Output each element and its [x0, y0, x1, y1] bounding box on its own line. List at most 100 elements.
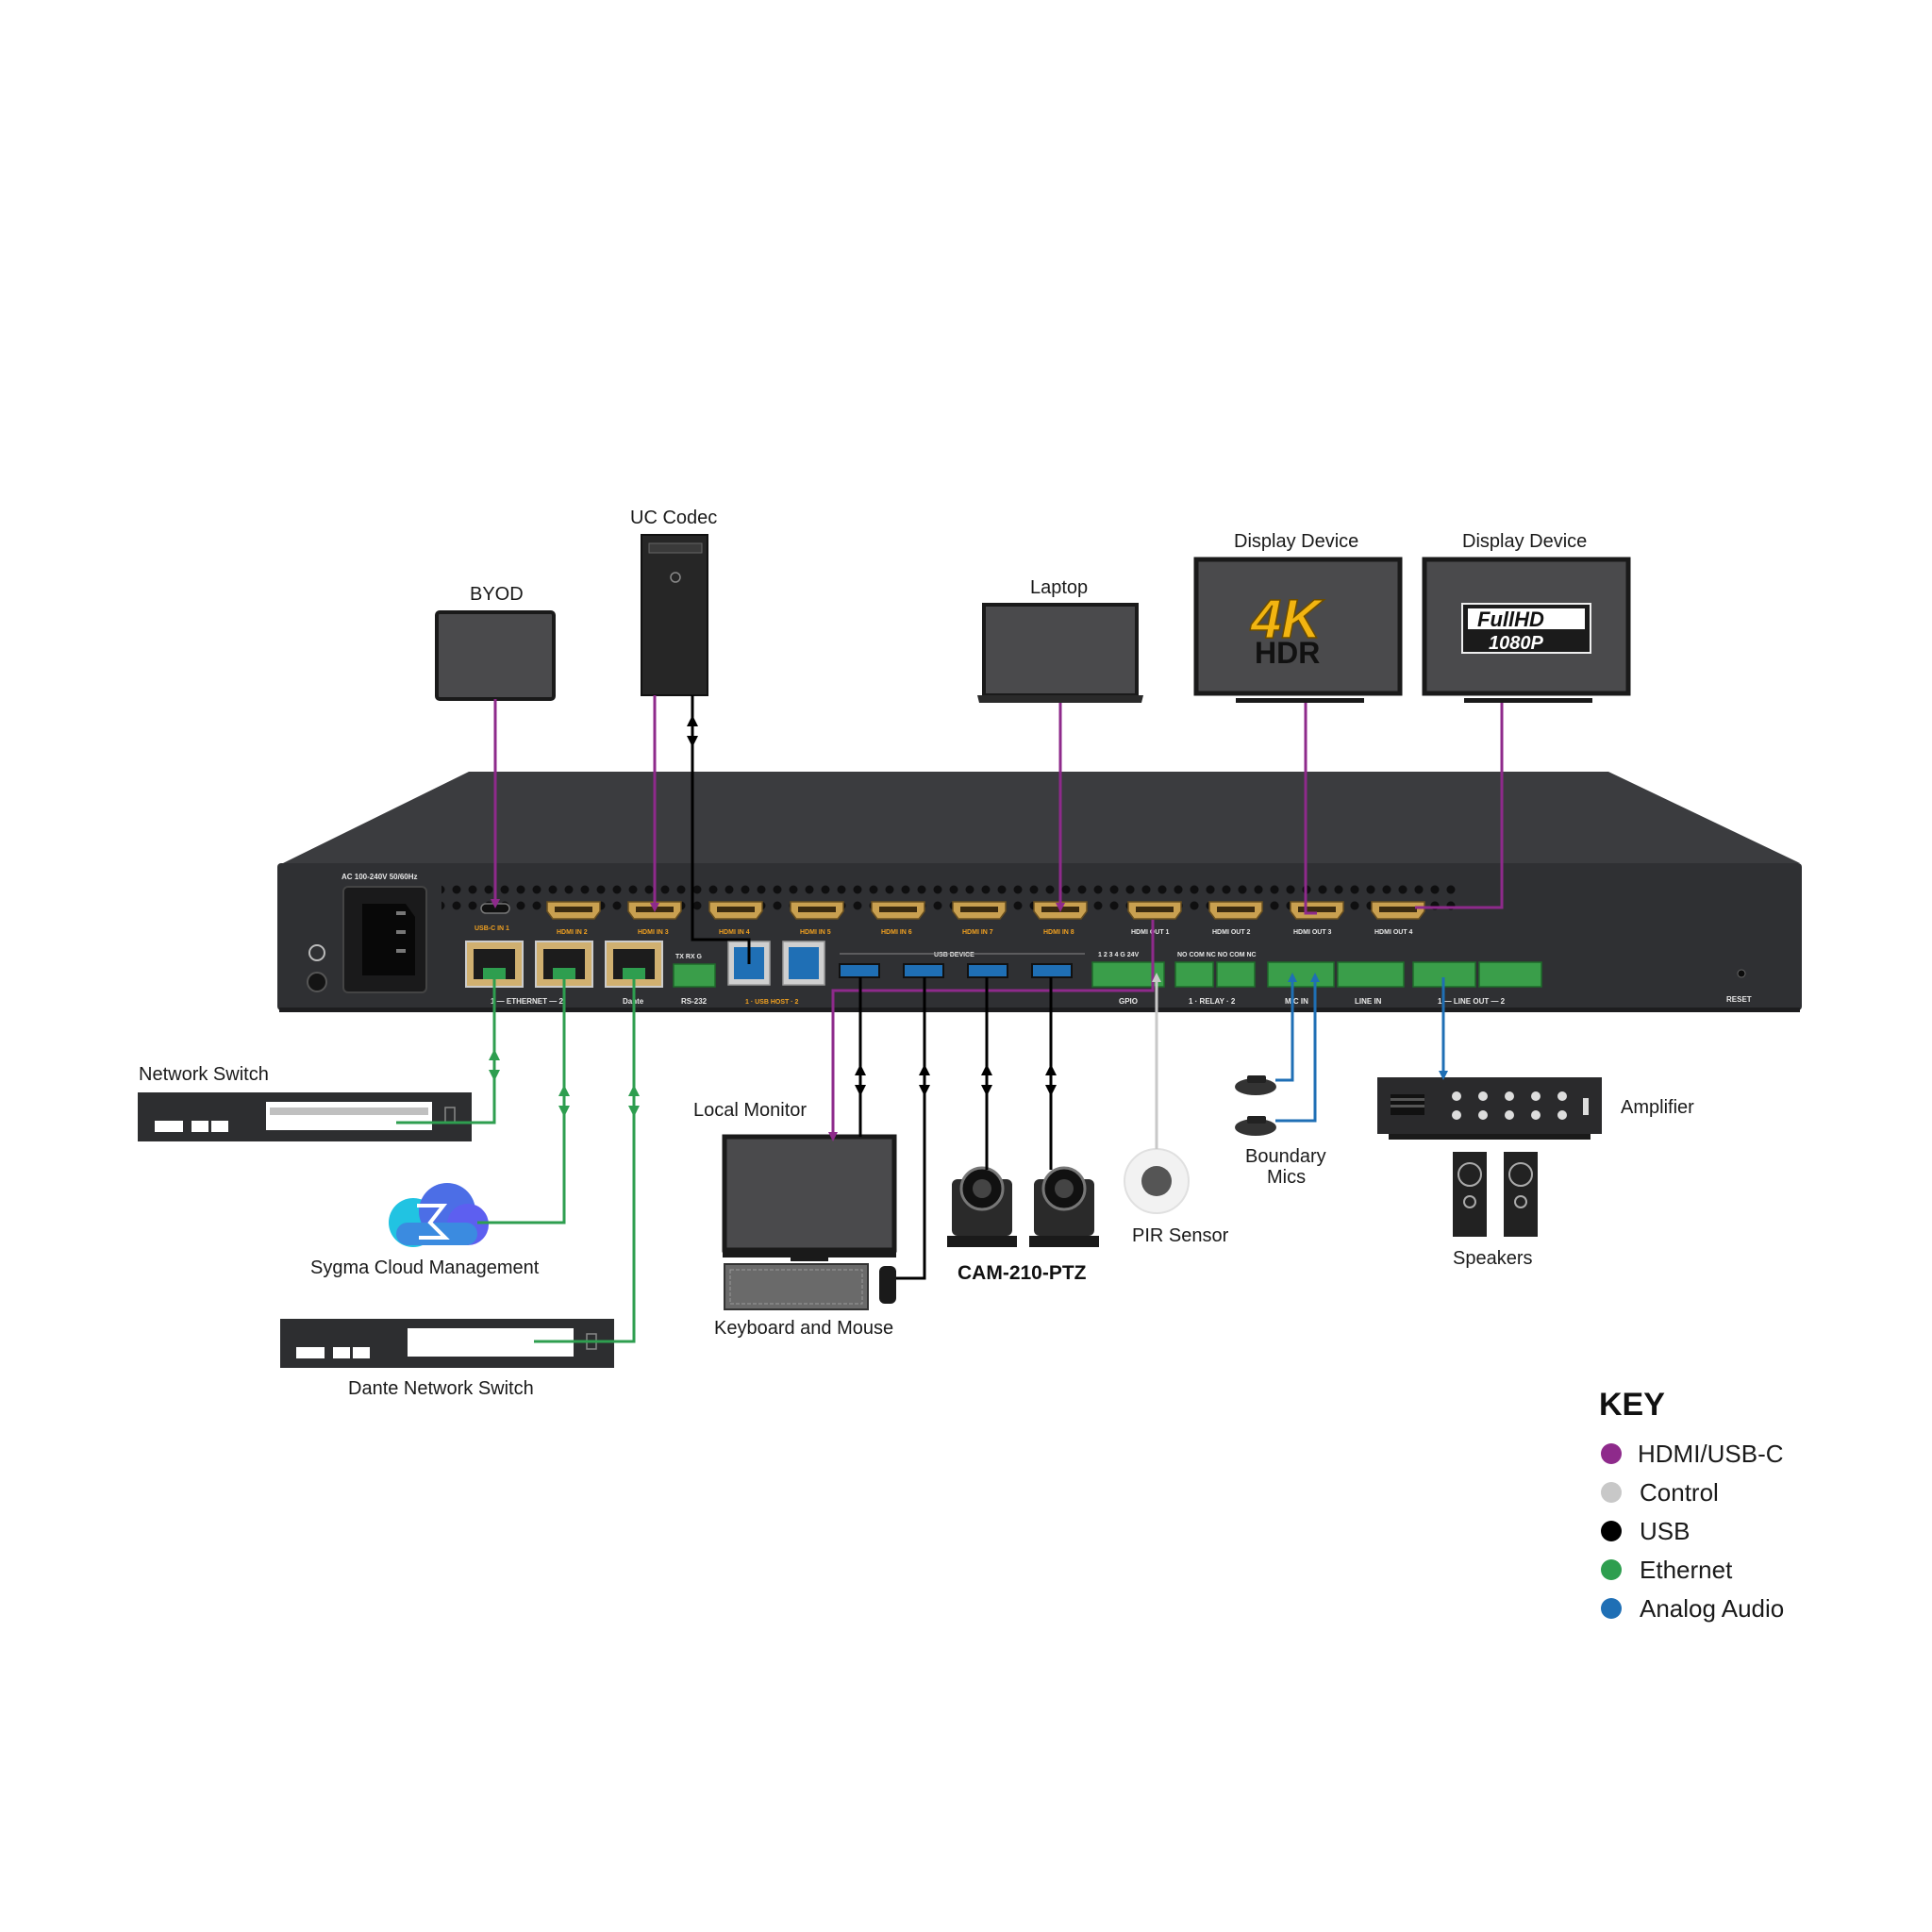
laptop-label: Laptop: [1030, 577, 1088, 598]
hdmi-in-6-label: HDMI IN 6: [881, 929, 912, 936]
reset-label: RESET: [1726, 995, 1752, 1004]
legend-swatch-control: [1601, 1482, 1622, 1503]
line-in-label: LINE IN: [1355, 997, 1382, 1006]
local-monitor-label: Local Monitor: [693, 1100, 807, 1121]
hdmi-out-4-label: HDMI OUT 4: [1374, 929, 1413, 936]
usb-device-2-port[interactable]: [904, 964, 943, 977]
mouse-icon: [879, 1266, 896, 1304]
display-1-badge-hdr: HDR: [1255, 636, 1320, 670]
hdmi-out-2-label: HDMI OUT 2: [1212, 929, 1251, 936]
hdmi-in-7-port[interactable]: [953, 902, 1006, 919]
hdmi-in-5-label: HDMI IN 5: [800, 929, 831, 936]
legend-label-ethernet: Ethernet: [1640, 1556, 1733, 1584]
display-2-label: Display Device: [1462, 531, 1587, 552]
chassis-top: [283, 772, 1800, 863]
legend-item-usb: USB: [1601, 1517, 1690, 1545]
hdmi-in-8-label: HDMI IN 8: [1043, 929, 1074, 936]
relay-terminal-2[interactable]: [1217, 962, 1255, 987]
mic-in-terminal[interactable]: [1268, 962, 1334, 987]
legend: KEY HDMI/USB-C Control USB Ethernet Anal…: [1599, 1387, 1784, 1623]
boundary-mic-2: [1235, 1116, 1276, 1136]
speaker-1: [1453, 1152, 1487, 1237]
hdmi-in-5-port[interactable]: [791, 902, 843, 919]
speaker-2: [1504, 1152, 1538, 1237]
display-2-badge-fullhd: FullHD: [1477, 608, 1544, 631]
legend-label-control: Control: [1640, 1478, 1719, 1507]
legend-item-hdmi: HDMI/USB-C: [1601, 1440, 1784, 1468]
boundary-mics-label-2: Mics: [1267, 1167, 1306, 1188]
amplifier-label: Amplifier: [1621, 1097, 1694, 1118]
hdmi-in-4-label: HDMI IN 4: [719, 929, 750, 936]
rs232-pins-label: TX RX G: [675, 954, 703, 960]
usbc-in-1-port[interactable]: [481, 904, 509, 913]
hdmi-out-1-label: HDMI OUT 1: [1131, 929, 1170, 936]
relay-terminal-1[interactable]: [1175, 962, 1213, 987]
boundary-mic-1: [1235, 1075, 1276, 1095]
ethernet-label: 1 — ETHERNET — 2: [491, 997, 563, 1006]
power-label: AC 100-240V 50/60Hz: [341, 873, 418, 881]
legend-swatch-hdmi: [1601, 1443, 1622, 1464]
pir-sensor-label: PIR Sensor: [1132, 1225, 1229, 1246]
amplifier-device: [1377, 1077, 1602, 1140]
reset-button[interactable]: [1738, 970, 1745, 977]
legend-item-audio: Analog Audio: [1601, 1594, 1784, 1623]
boundary-mics-label-1: Boundary: [1245, 1146, 1326, 1167]
dante-switch-device: [280, 1319, 614, 1368]
legend-label-usb: USB: [1640, 1517, 1690, 1545]
hdmi-out-3-port[interactable]: [1291, 902, 1343, 919]
line-out-label: 1 — LINE OUT — 2: [1438, 997, 1506, 1006]
usb-host-2-port[interactable]: [783, 941, 824, 985]
hdmi-out-4-port[interactable]: [1372, 902, 1424, 919]
legend-label-hdmi: HDMI/USB-C: [1638, 1440, 1784, 1468]
gpio-pins-label: 1 2 3 4 G 24V: [1098, 952, 1140, 958]
hdmi-in-4-port[interactable]: [709, 902, 762, 919]
usb-device-2-to-keyboard-cable: [896, 977, 924, 1278]
line-in-terminal[interactable]: [1338, 962, 1404, 987]
usb-device-4-port[interactable]: [1032, 964, 1072, 977]
legend-item-control: Control: [1601, 1478, 1719, 1507]
hdmi-out-1-port[interactable]: [1128, 902, 1181, 919]
speakers-label: Speakers: [1453, 1248, 1533, 1269]
hdmi-out-2-port[interactable]: [1209, 902, 1262, 919]
gpio-label: GPIO: [1119, 997, 1138, 1006]
rs232-terminal[interactable]: [674, 964, 715, 987]
uc-codec-label: UC Codec: [630, 508, 717, 528]
chassis: AC 100-240V 50/60Hz USB-C IN 1 HDMI IN 2…: [277, 772, 1802, 1012]
dante-to-dante-switch-cable: [534, 979, 634, 1341]
usb-device-label: USB DEVICE: [934, 952, 974, 958]
legend-swatch-usb: [1601, 1521, 1622, 1541]
legend-swatch-ethernet: [1601, 1559, 1622, 1580]
relay-label: 1 · RELAY · 2: [1189, 997, 1236, 1006]
legend-label-audio: Analog Audio: [1640, 1594, 1784, 1623]
pir-sensor-device: [1124, 1149, 1189, 1213]
display-1-label: Display Device: [1234, 531, 1358, 552]
network-switch-label: Network Switch: [139, 1064, 269, 1085]
hdmi-in-7-label: HDMI IN 7: [962, 929, 993, 936]
usb-device-3-port[interactable]: [968, 964, 1008, 977]
usb-host-label: 1 · USB HOST · 2: [745, 999, 799, 1006]
hdmi-in-3-label: HDMI IN 3: [638, 929, 669, 936]
mic-in-label: MIC IN: [1285, 997, 1308, 1006]
rs232-label: RS-232: [681, 997, 708, 1006]
uc-codec-device: [641, 535, 708, 695]
display-2-device: FullHD 1080P: [1424, 559, 1628, 703]
hdmi-in-2-port[interactable]: [547, 902, 600, 919]
hdmi-in-6-port[interactable]: [872, 902, 924, 919]
camera-1-device: [947, 1168, 1017, 1247]
line-out-2-terminal[interactable]: [1479, 962, 1541, 987]
ethernet-2-to-cloud-cable: [477, 979, 564, 1223]
camera-2-device: [1029, 1168, 1099, 1247]
legend-title: KEY: [1599, 1387, 1665, 1423]
chassis-bottom-edge: [279, 1008, 1800, 1012]
legend-item-ethernet: Ethernet: [1601, 1556, 1733, 1584]
ethernet-connections: [396, 979, 634, 1341]
usb-device-1-port[interactable]: [840, 964, 879, 977]
camera-label: CAM-210-PTZ: [958, 1262, 1087, 1284]
keyboard-mouse-label: Keyboard and Mouse: [714, 1318, 893, 1339]
local-monitor-device: [723, 1137, 896, 1261]
legend-swatch-audio: [1601, 1598, 1622, 1619]
cloud-icon: [389, 1183, 489, 1247]
display-1-device: 4K HDR: [1196, 559, 1400, 703]
hdmi-in-2-label: HDMI IN 2: [557, 929, 588, 936]
